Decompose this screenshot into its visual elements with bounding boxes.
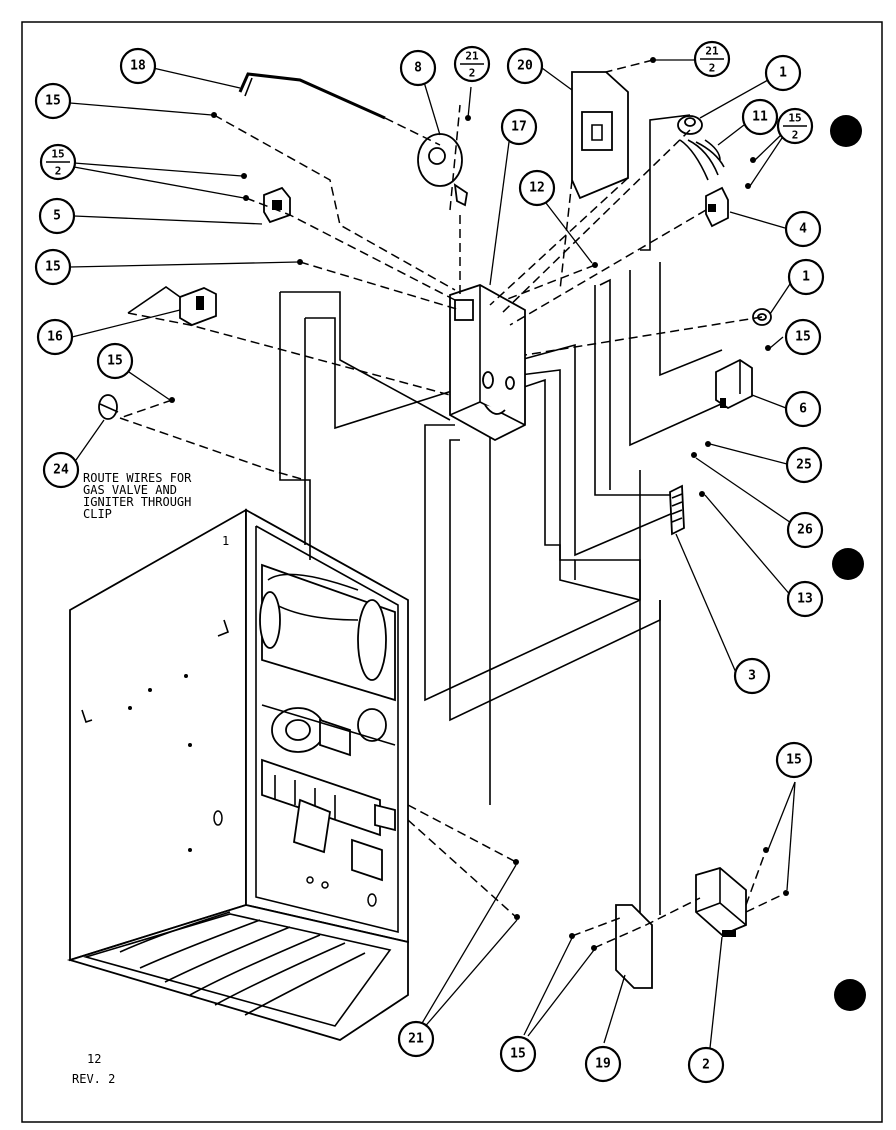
svg-text:15: 15 — [51, 148, 64, 161]
svg-text:GAS VALVE AND: GAS VALVE AND — [83, 483, 177, 497]
part-11-wires — [679, 139, 725, 181]
callout-17: 17 — [500, 108, 538, 146]
svg-text:21: 21 — [408, 1032, 424, 1047]
page-border — [21, 21, 883, 1123]
furnace-cabinet: 1 — [66, 508, 409, 1041]
callout-26: 26 — [786, 511, 824, 549]
leader-lines — [69, 59, 798, 1049]
part-20-panel — [571, 71, 629, 200]
part-3-terminal-strip — [669, 484, 685, 536]
svg-text:24: 24 — [53, 463, 69, 478]
wiring-harness — [279, 114, 731, 915]
heat-exchanger — [259, 563, 396, 702]
callout-15-b: 15 — [34, 248, 72, 286]
svg-text:CLIP: CLIP — [83, 507, 112, 521]
filter-slats — [119, 911, 366, 1016]
svg-text:26: 26 — [797, 523, 813, 538]
callout-18: 18 — [119, 47, 157, 85]
callout-15-over-2-left: 15 2 — [39, 143, 77, 181]
svg-text:15: 15 — [107, 354, 123, 369]
revision-label: REV. 2 — [72, 1072, 115, 1086]
callout-15: 15 — [34, 82, 72, 120]
part-5-bracket — [263, 186, 291, 224]
svg-text:1: 1 — [802, 270, 810, 285]
callout-2: 2 — [687, 1046, 725, 1084]
svg-text:5: 5 — [53, 209, 61, 224]
part-16-transformer — [127, 286, 217, 326]
callout-21-over-2-top: 21 2 — [453, 45, 491, 83]
callout-15-e: 15 — [775, 741, 813, 779]
page-number: 12 — [87, 1052, 101, 1066]
svg-text:2: 2 — [55, 165, 62, 178]
part-2-junction-box — [695, 867, 747, 937]
callout-4: 4 — [784, 210, 822, 248]
callout-19: 19 — [584, 1045, 622, 1083]
callout-11: 11 — [741, 98, 779, 136]
callout-1-top: 1 — [764, 54, 802, 92]
svg-text:21: 21 — [705, 45, 719, 58]
callout-21-over-2-right: 21 2 — [693, 40, 731, 78]
part-4-limit-switch — [705, 186, 729, 228]
callout-13: 13 — [786, 580, 824, 618]
callout-16: 16 — [36, 318, 74, 356]
binder-hole-middle — [832, 548, 864, 580]
callout-15-f: 15 — [499, 1035, 537, 1073]
part-18-tube — [238, 72, 386, 120]
callout-6: 6 — [784, 390, 822, 428]
binder-hole-top — [830, 115, 862, 147]
callout-12: 12 — [518, 169, 556, 207]
svg-text:11: 11 — [752, 110, 768, 125]
control-box — [449, 284, 526, 442]
svg-text:13: 13 — [797, 592, 813, 607]
callout-1-mid: 1 — [787, 258, 825, 296]
svg-text:20: 20 — [517, 59, 533, 74]
callout-21-bottom: 21 — [397, 1020, 435, 1058]
part-8-pressure-switch — [417, 133, 468, 207]
svg-text:15: 15 — [45, 94, 61, 109]
routing-note: ROUTE WIRES FOR GAS VALVE AND IGNITER TH… — [83, 471, 192, 521]
svg-text:2: 2 — [702, 1058, 710, 1073]
callout-24: 24 — [42, 451, 80, 489]
svg-text:1: 1 — [222, 534, 229, 548]
part-1-grommet-top — [677, 115, 703, 135]
svg-text:15: 15 — [510, 1047, 526, 1062]
svg-text:2: 2 — [792, 129, 799, 142]
svg-text:IGNITER THROUGH: IGNITER THROUGH — [83, 495, 191, 509]
callout-15-over-2-right: 15 2 — [776, 107, 814, 145]
svg-text:16: 16 — [47, 330, 63, 345]
svg-text:ROUTE WIRES FOR: ROUTE WIRES FOR — [83, 471, 192, 485]
svg-text:6: 6 — [799, 402, 807, 417]
svg-text:1: 1 — [779, 66, 787, 81]
svg-text:15: 15 — [786, 753, 802, 768]
svg-text:25: 25 — [796, 458, 812, 473]
part-19-cover-plate — [615, 904, 653, 989]
svg-text:2: 2 — [469, 67, 476, 80]
svg-text:4: 4 — [799, 222, 807, 237]
assembly-lines — [119, 59, 787, 949]
svg-text:15: 15 — [45, 260, 61, 275]
svg-text:17: 17 — [511, 120, 527, 135]
callout-15-d: 15 — [784, 318, 822, 356]
callout-3: 3 — [733, 657, 771, 695]
callout-15-c: 15 — [96, 342, 134, 380]
inducer-blower — [261, 704, 396, 757]
svg-text:12: 12 — [529, 181, 545, 196]
svg-text:8: 8 — [414, 61, 422, 76]
svg-text:19: 19 — [595, 1057, 611, 1072]
part-6-relay — [715, 358, 753, 410]
svg-text:3: 3 — [748, 669, 756, 684]
svg-text:18: 18 — [130, 59, 146, 74]
part-24-wire-clip — [98, 394, 119, 420]
svg-text:2: 2 — [709, 62, 716, 75]
callout-5: 5 — [38, 197, 76, 235]
callout-25: 25 — [785, 446, 823, 484]
burner-assembly — [261, 758, 396, 907]
callout-8: 8 — [399, 49, 437, 87]
svg-text:15: 15 — [795, 330, 811, 345]
callout-20: 20 — [506, 47, 544, 85]
svg-text:15: 15 — [788, 112, 801, 125]
binder-hole-bottom — [834, 979, 866, 1011]
svg-text:21: 21 — [465, 50, 479, 63]
